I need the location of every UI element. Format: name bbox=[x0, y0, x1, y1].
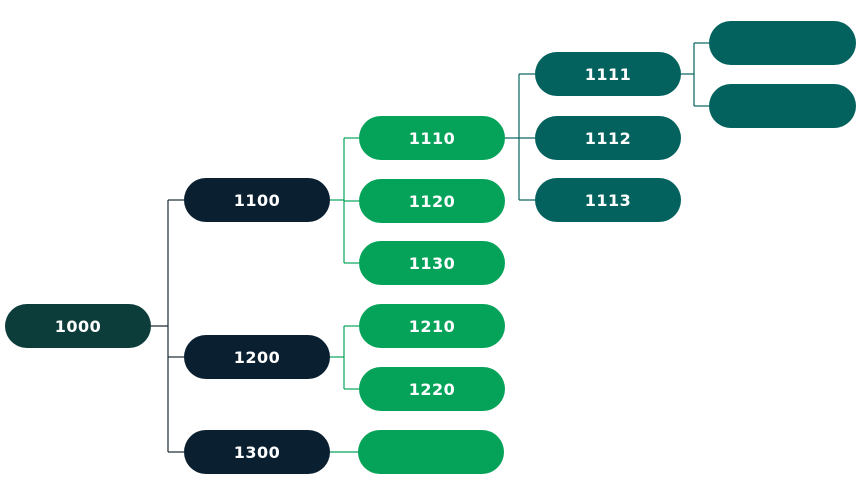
node-1110: 1110 bbox=[359, 116, 505, 160]
node-1100: 1100 bbox=[184, 178, 330, 222]
node-1300-child-blank bbox=[358, 430, 504, 474]
node-1113-label: 1113 bbox=[584, 190, 632, 210]
node-1210: 1210 bbox=[359, 304, 505, 348]
node-1112: 1112 bbox=[535, 116, 681, 160]
node-1100-label: 1100 bbox=[233, 190, 281, 210]
node-1112-label: 1112 bbox=[584, 128, 632, 148]
node-1220: 1220 bbox=[359, 367, 505, 411]
1200-connectors bbox=[330, 325, 359, 390]
1110-connectors bbox=[505, 73, 535, 201]
node-1300-label: 1300 bbox=[233, 442, 281, 462]
node-1300: 1300 bbox=[184, 430, 330, 474]
node-1111-label: 1111 bbox=[584, 64, 632, 84]
node-1120-label: 1120 bbox=[408, 191, 456, 211]
node-1130: 1130 bbox=[359, 241, 505, 285]
node-1200-label: 1200 bbox=[233, 347, 281, 367]
node-1000: 1000 bbox=[5, 304, 151, 348]
1100-connectors bbox=[330, 137, 359, 264]
node-1111-child-blank-1 bbox=[709, 21, 856, 65]
root-connectors bbox=[151, 199, 184, 453]
node-1210-label: 1210 bbox=[408, 316, 456, 336]
node-1220-label: 1220 bbox=[408, 379, 456, 399]
node-1113: 1113 bbox=[535, 178, 681, 222]
node-1000-label: 1000 bbox=[54, 316, 102, 336]
node-1111: 1111 bbox=[535, 52, 681, 96]
node-1200: 1200 bbox=[184, 335, 330, 379]
node-1111-child-blank-2 bbox=[709, 84, 856, 128]
1111-connectors bbox=[681, 42, 709, 107]
node-1130-label: 1130 bbox=[408, 253, 456, 273]
node-1120: 1120 bbox=[359, 179, 505, 223]
node-1110-label: 1110 bbox=[408, 128, 456, 148]
